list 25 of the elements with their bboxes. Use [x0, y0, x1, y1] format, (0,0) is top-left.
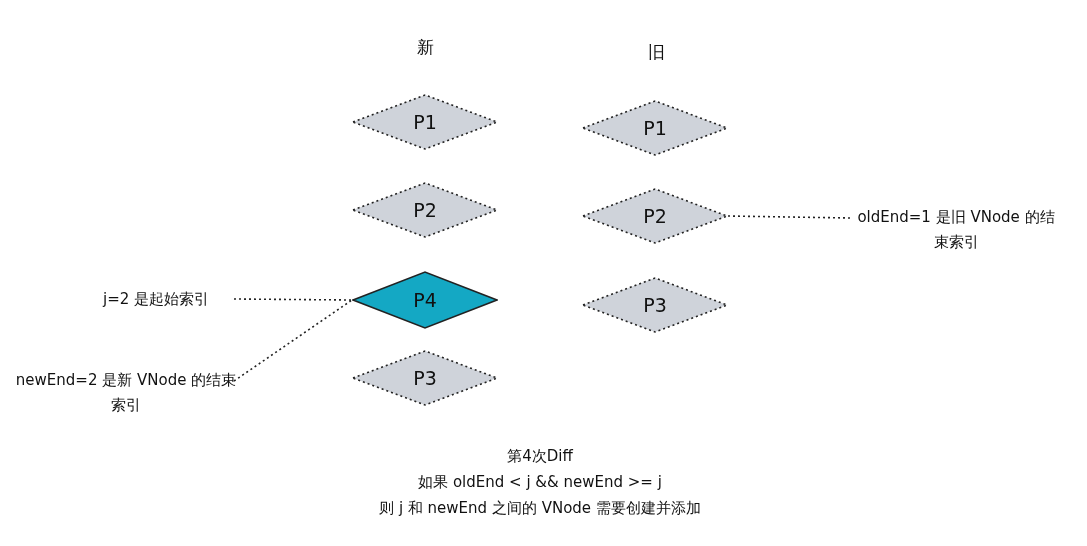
annotation-text: oldEnd=1 是旧 VNode 的结束索引	[856, 207, 1056, 253]
note-text: 则 j 和 newEnd 之间的 VNode 需要创建并添加	[379, 498, 701, 518]
diamond-node	[582, 277, 728, 333]
annotation-text: j=2 是起始索引	[102, 288, 210, 310]
column-heading: 旧	[647, 40, 665, 64]
node-label: P4	[413, 289, 437, 311]
diamond-node	[352, 271, 498, 329]
node-label: P2	[413, 199, 437, 221]
diamond-node	[582, 188, 728, 244]
column-heading: 新	[416, 35, 434, 59]
node-label: P2	[643, 205, 667, 227]
node-label: P1	[413, 111, 437, 133]
diamond-node	[582, 100, 728, 156]
node-label: P3	[643, 294, 667, 316]
annotation-text: newEnd=2 是新 VNode 的结束索引	[14, 370, 238, 416]
diamond-node	[352, 182, 498, 238]
leader-line	[727, 215, 851, 219]
node-label: P1	[643, 117, 667, 139]
note-text: 如果 oldEnd < j && newEnd >= j	[418, 472, 662, 492]
diamond-node	[352, 94, 498, 150]
diamond-node	[352, 350, 498, 406]
note-text: 第4次Diff	[507, 446, 573, 466]
leader-line	[233, 298, 353, 301]
leader-line	[233, 299, 353, 382]
node-label: P3	[413, 367, 437, 389]
